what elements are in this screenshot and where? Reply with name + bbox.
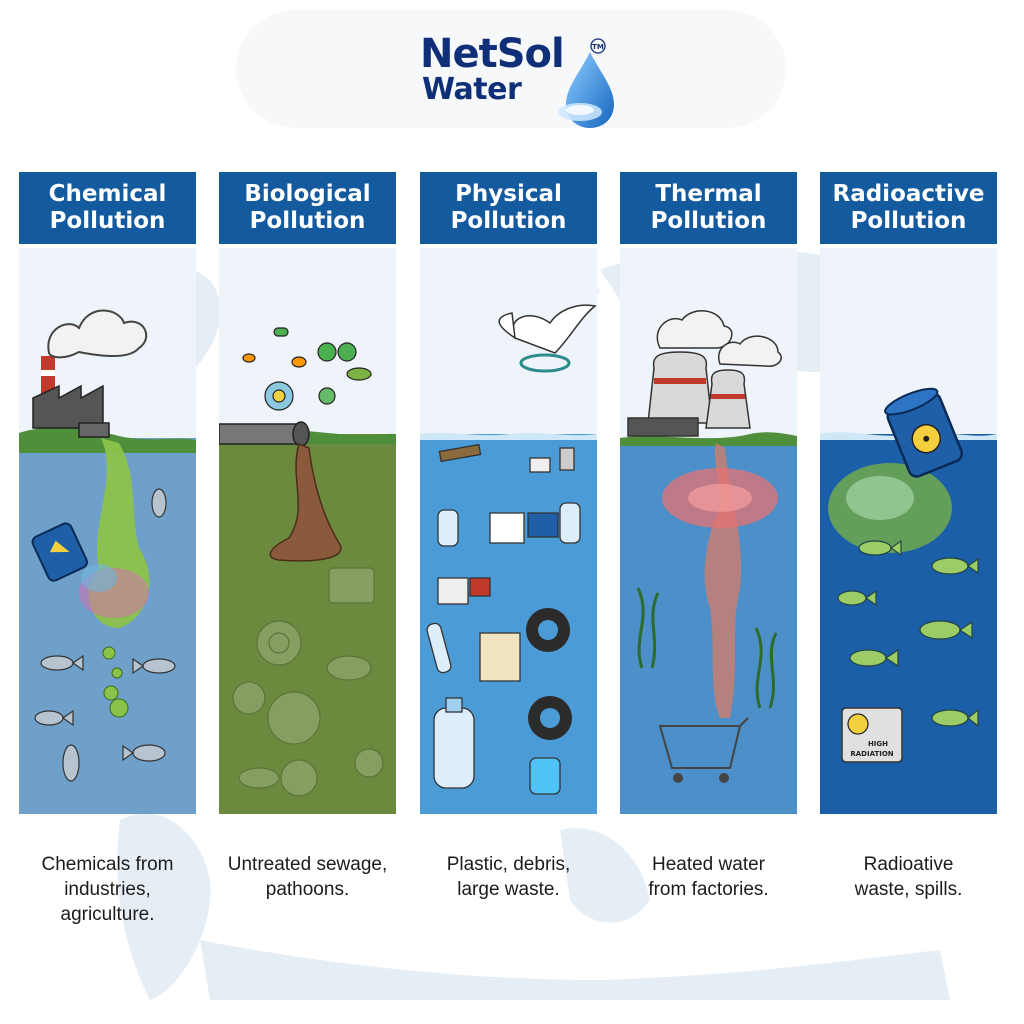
caption-line1: Chemicals from <box>41 854 174 875</box>
panel-illustration <box>420 248 597 814</box>
panel-radioactive-pollution: Radioactive Pollution <box>820 172 997 900</box>
panel-title-line1: Thermal <box>655 181 762 207</box>
panel-caption: Chemicals from industries, agriculture. <box>5 852 210 927</box>
radiation-warning-sign: HIGH RADIATION <box>841 707 903 763</box>
fish-icon <box>837 539 979 728</box>
seagull-icon <box>498 304 597 373</box>
water-drop-icon <box>558 52 614 128</box>
radioactive-barrel-icon <box>884 387 964 478</box>
panel-thermal-pollution: Thermal Pollution <box>620 172 797 900</box>
seaweed-icon <box>636 587 778 709</box>
trademark-icon: TM <box>590 38 606 54</box>
caption-line2: large waste. <box>457 879 560 900</box>
caption-line1: Heated water <box>651 854 765 875</box>
tire-icon <box>526 608 572 740</box>
panel-caption: Heated water from factories. <box>606 852 811 902</box>
panel-title-line2: Pollution <box>450 208 567 234</box>
panel-illustration: HIGH RADIATION <box>820 248 997 814</box>
panel-biological-pollution: Biological Pollution <box>219 172 396 900</box>
caption-line2: from factories. <box>648 879 769 900</box>
logo-banner <box>236 10 786 128</box>
panel-caption: Untreated sewage, pathoons. <box>205 852 410 902</box>
panel-title-line2: Pollution <box>49 208 166 234</box>
caption-line3: agriculture. <box>60 904 155 925</box>
fish-icon <box>34 488 176 782</box>
factory-icon <box>32 309 148 429</box>
trademark-label: TM <box>592 43 604 51</box>
panel-title-line1: Physical <box>455 181 562 207</box>
panel-title-line2: Pollution <box>650 208 767 234</box>
panel-title-line1: Biological <box>244 181 371 207</box>
panel-caption: Radioative waste, spills. <box>806 852 1011 902</box>
panel-title: Radioactive Pollution <box>820 172 997 244</box>
panel-title: Thermal Pollution <box>620 172 797 244</box>
caption-line1: Plastic, debris, <box>446 854 571 875</box>
floating-debris <box>438 443 575 473</box>
panel-title: Chemical Pollution <box>19 172 196 244</box>
brand-logo: NetSol Water TM <box>420 31 620 128</box>
caption-line1: Untreated sewage, <box>227 854 388 875</box>
panel-title-line1: Chemical <box>48 181 167 207</box>
brand-name-line1: NetSol <box>420 31 565 77</box>
panel-illustration <box>219 248 396 814</box>
panel-chemical-pollution: Chemical Pollution <box>19 172 196 925</box>
sewage-pipe-icon <box>219 421 310 447</box>
outflow-pipe <box>78 422 110 438</box>
shopping-cart-icon <box>658 717 749 783</box>
brand-wordmark: NetSol Water <box>420 31 620 108</box>
cooling-tower-icon <box>627 310 782 437</box>
caption-line2: pathoons. <box>265 879 350 900</box>
panel-title: Physical Pollution <box>420 172 597 244</box>
microbe-icon <box>242 327 372 411</box>
panel-title-line2: Pollution <box>249 208 366 234</box>
caption-line2: waste, spills. <box>854 879 963 900</box>
panel-title: Biological Pollution <box>219 172 396 244</box>
chemical-barrel-icon <box>31 522 88 582</box>
caption-line2: industries, <box>64 879 151 900</box>
panel-illustration <box>19 248 196 814</box>
panel-title-line2: Pollution <box>850 208 967 234</box>
sign-text-line2: RADIATION <box>850 750 893 758</box>
caption-line1: Radioative <box>863 854 954 875</box>
panel-title-line1: Radioactive <box>832 181 985 207</box>
brand-name-line2: Water <box>422 72 522 107</box>
sewage-discharge <box>269 442 342 562</box>
sky <box>420 248 597 438</box>
plastic-bottle-icon <box>426 502 581 789</box>
panel-illustration <box>620 248 797 814</box>
sky <box>219 248 396 438</box>
panel-physical-pollution: Physical Pollution <box>420 172 597 900</box>
sign-text-line1: HIGH <box>868 740 888 748</box>
panel-caption: Plastic, debris, large waste. <box>406 852 611 902</box>
